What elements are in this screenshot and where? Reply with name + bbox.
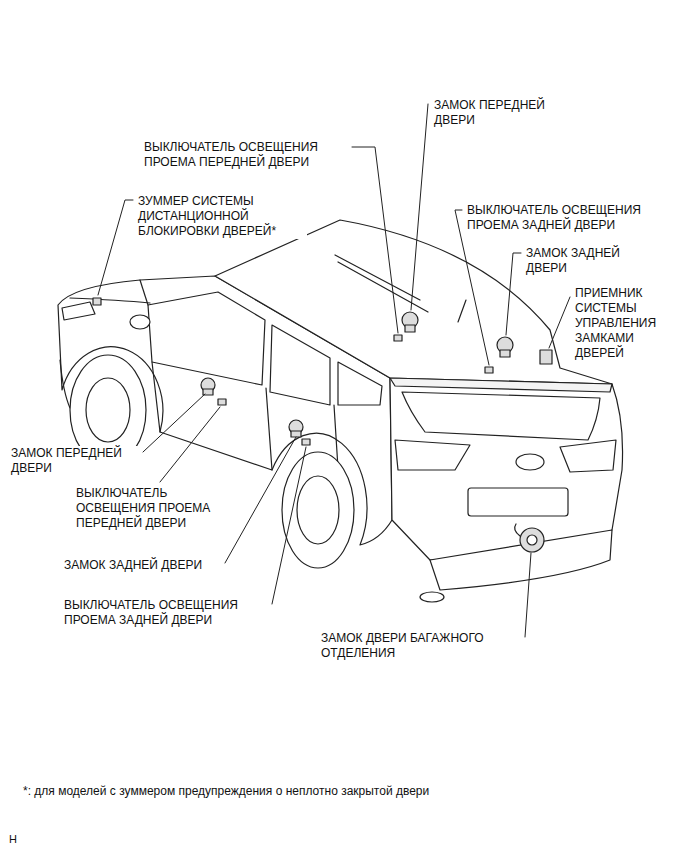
- components-part: [527, 535, 537, 545]
- components-part: [405, 325, 415, 332]
- leader-lines-part: [143, 394, 205, 452]
- part-label: ЗАМОК ПЕРЕДНЕЙ ДВЕРИ: [10, 446, 140, 476]
- car-body-part: [60, 360, 70, 408]
- part-label: ПРИЕМНИК СИСТЕМЫ УПРАВЛЕНИЯ ЗАМКАМИ ДВЕР…: [574, 286, 674, 361]
- car-body-part: [148, 292, 265, 385]
- wheels-part: [86, 378, 130, 442]
- car-body-part: [140, 280, 148, 305]
- part-label: ЗАМОК ДВЕРИ БАГАЖНОГО ОТДЕЛЕНИЯ: [320, 631, 520, 661]
- car-body-part: [152, 362, 160, 432]
- car-body: [58, 220, 623, 602]
- car-body-part: [338, 362, 382, 405]
- car-body-part: [560, 440, 616, 472]
- components-part: [485, 367, 493, 373]
- car-body-part: [70, 298, 150, 303]
- car-body-part: [516, 454, 544, 470]
- car-body-part: [266, 388, 272, 470]
- components-part: [500, 350, 510, 357]
- leader-lines-part: [98, 200, 133, 295]
- leader-lines-part: [352, 147, 398, 333]
- leader-lines-part: [525, 553, 531, 637]
- leader-lines-part: [506, 253, 521, 335]
- car-body-part: [468, 488, 568, 516]
- leader-lines-part: [411, 104, 428, 310]
- components-part: [93, 298, 101, 305]
- components-part: [520, 528, 544, 552]
- car-body-part: [420, 592, 444, 602]
- car-body-part: [270, 325, 330, 405]
- car-body-part: [390, 378, 612, 392]
- part-label: ВЫКЛЮЧАТЕЛЬ ОСВЕЩЕНИЯ ПРОЕМА ПЕРЕДНЕЙ ДВ…: [143, 140, 348, 170]
- part-label: ЗАМОК ЗАДНЕЙ ДВЕРИ: [525, 246, 640, 276]
- car-body-part: [390, 378, 623, 560]
- part-label: ЗАМОК ЗАДНЕЙ ДВЕРИ: [63, 558, 203, 573]
- components-part: [291, 431, 301, 437]
- car-body-part: [395, 440, 470, 470]
- part-label: ВЫКЛЮЧАТЕЛЬ ОСВЕЩЕНИЯ ПРОЕМА ПЕРЕДНЕЙ ДВ…: [75, 486, 225, 531]
- car-body-part: [62, 302, 95, 320]
- part-label: ЗУММЕР СИСТЕМЫ ДИСТАНЦИОННОЙ БЛОКИРОВКИ …: [137, 194, 307, 239]
- car-body-part: [402, 392, 600, 440]
- wheels-part: [297, 476, 339, 544]
- figure-code: H: [8, 832, 18, 847]
- components-part: [394, 335, 402, 341]
- components-part: [540, 350, 552, 364]
- part-label: ВЫКЛЮЧАТЕЛЬ ОСВЕЩЕНИЯ ПРОЕМА ЗАДНЕЙ ДВЕР…: [63, 598, 268, 628]
- leader-lines-part: [160, 407, 220, 482]
- car-body-part: [335, 255, 420, 300]
- part-label: ЗАМОК ПЕРЕДНЕЙ ДВЕРИ: [433, 98, 563, 128]
- leader-lines-part: [549, 297, 570, 348]
- footnote: *: для моделей с зуммером предупреждения…: [22, 784, 430, 799]
- leader-lines-part: [272, 447, 306, 604]
- car-body-part: [130, 315, 150, 329]
- part-label: ВЫКЛЮЧАТЕЛЬ ОСВЕЩЕНИЯ ПРОЕМА ЗАДНЕЙ ДВЕР…: [466, 203, 671, 233]
- components-part: [302, 439, 310, 445]
- car-body-part: [458, 300, 466, 322]
- leader-lines-part: [455, 210, 489, 365]
- components-part: [218, 399, 226, 405]
- components-part: [515, 524, 520, 536]
